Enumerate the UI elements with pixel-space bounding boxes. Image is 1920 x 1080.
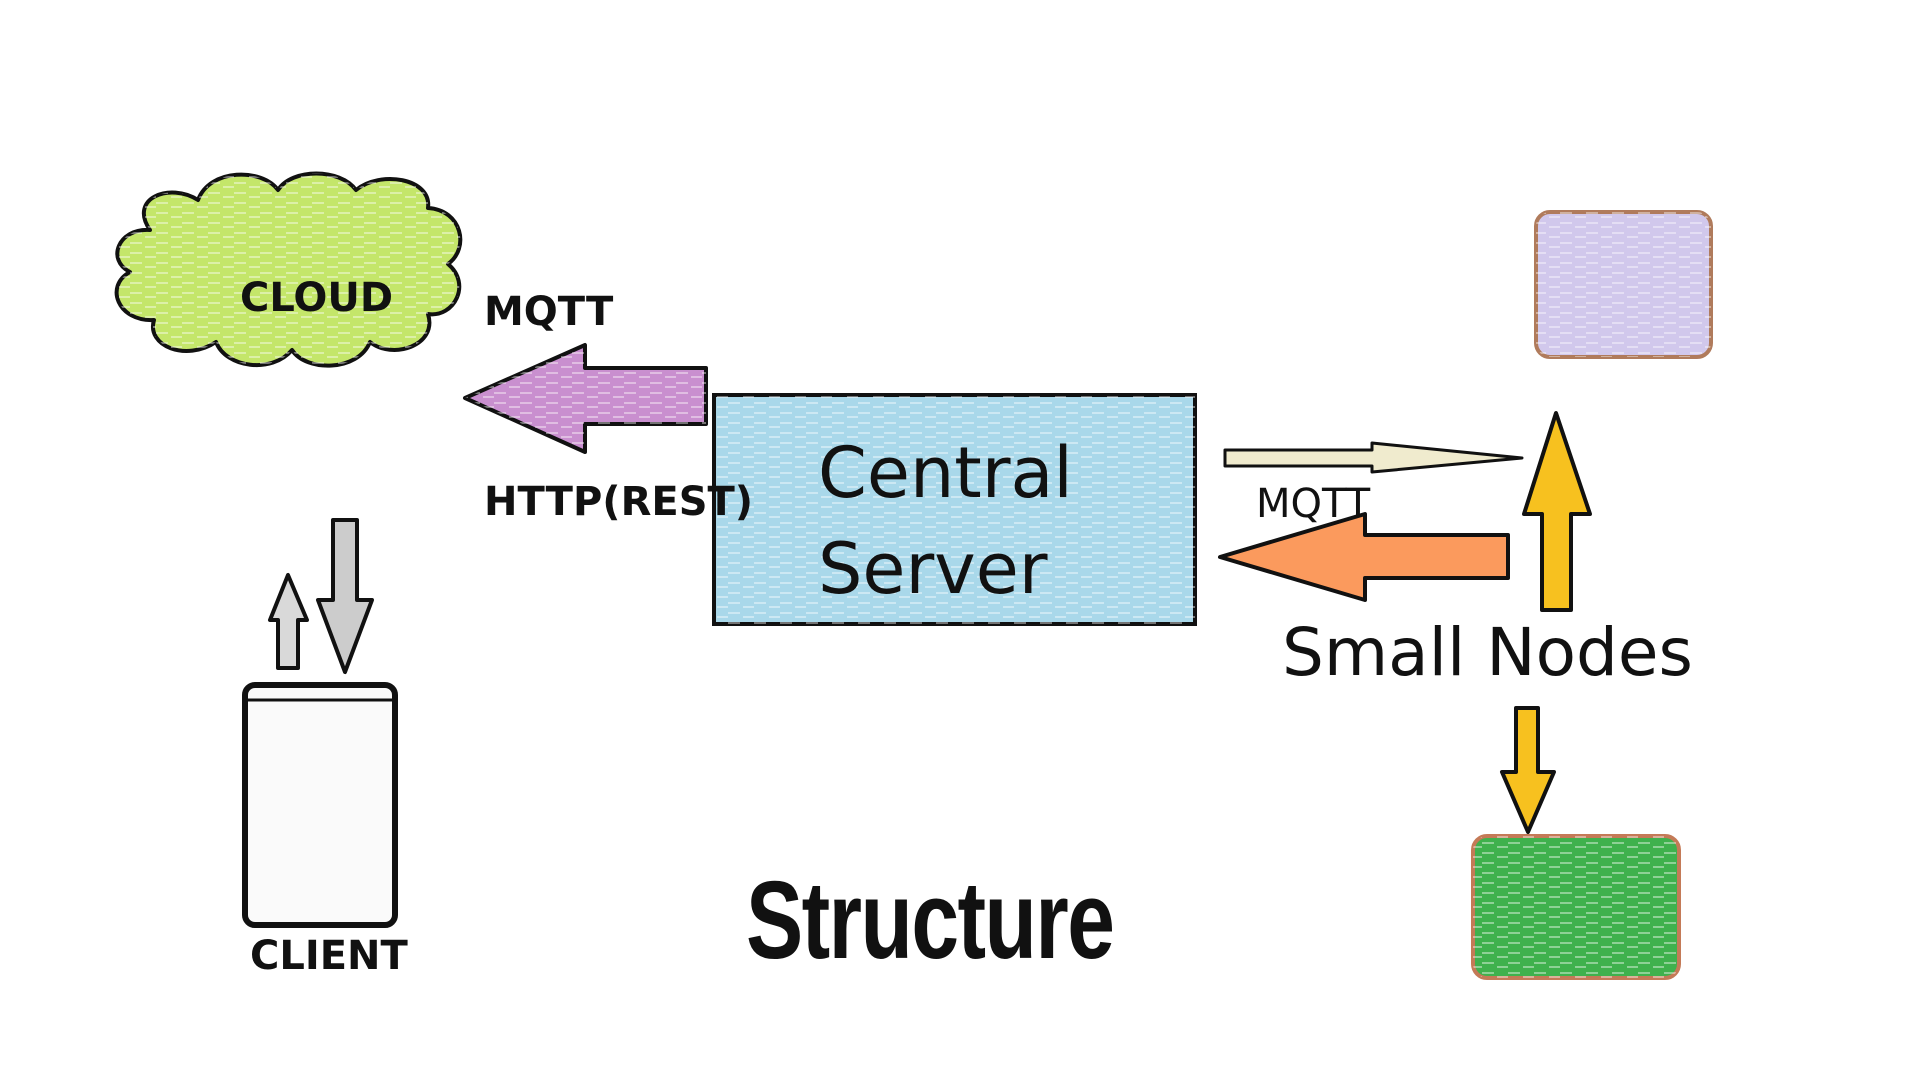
cloud-shape [114,171,463,368]
client-device [242,682,398,928]
arrow-client-down [316,518,374,674]
central-server-label-line2: Server [818,528,1048,610]
cloud-label: CLOUD [240,275,394,321]
http-rest-label: HTTP(REST) [484,479,754,525]
mqtt-nodes-label: MQTT [1256,481,1371,527]
arrow-up-to-node [1522,411,1592,612]
central-server-label-line1: Central [818,432,1073,514]
arrow-down-to-node [1500,706,1556,834]
diagram-title: Structure [746,859,1115,982]
client-label: CLIENT [250,933,408,979]
arrow-nodes-to-server [1218,512,1510,602]
arrow-client-up [268,573,309,670]
arrow-server-to-nodes [1223,441,1524,474]
mqtt-cloud-label: MQTT [484,289,614,335]
small-nodes-label: Small Nodes [1282,614,1693,691]
